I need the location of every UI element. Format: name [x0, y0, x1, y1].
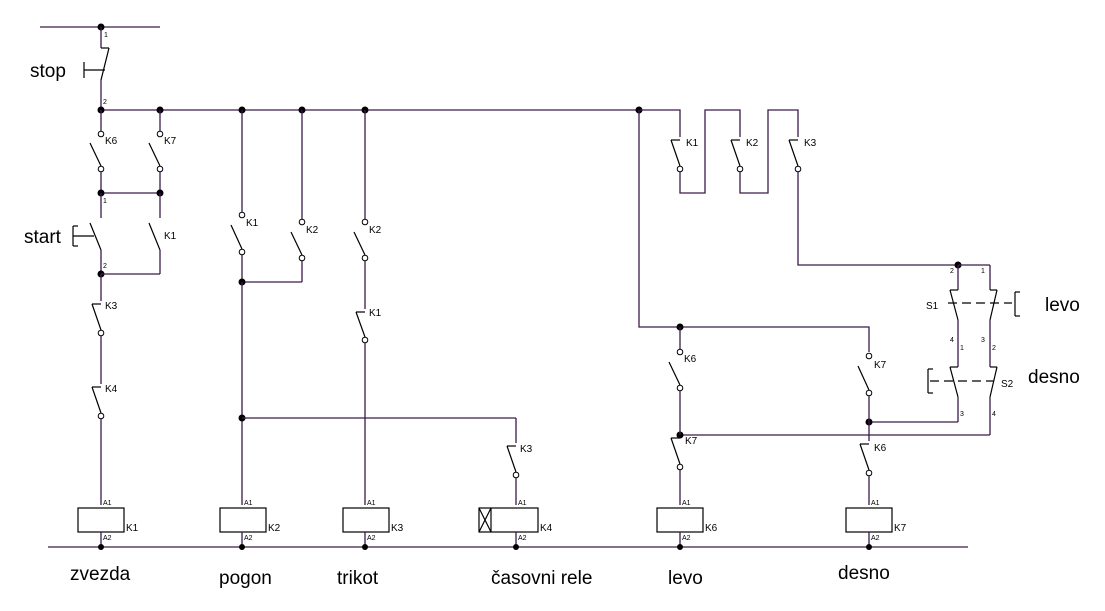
text-label: K2 — [369, 225, 382, 236]
text-label: 4 — [992, 411, 996, 418]
text-label: K6 — [105, 136, 118, 147]
text-label: A2 — [103, 535, 112, 542]
coil-k4-timer: A1 A2 K4 — [478, 500, 553, 550]
text-label: K1 — [164, 231, 177, 242]
contact-k2-pogon: K2 — [238, 110, 319, 286]
text-label: K3 — [391, 523, 404, 534]
bottom-labels: zvezda pogon trikot časovni rele levo de… — [70, 563, 890, 589]
text-label: A1 — [244, 500, 253, 507]
label-levo: levo — [668, 568, 703, 589]
text-label: K7 — [894, 523, 907, 534]
coil-k7: A1 A2 K7 — [845, 500, 907, 550]
contact-k6-hold: K6 — [89, 110, 118, 193]
text-label: 1 — [103, 198, 107, 205]
desno-button-label: desno — [1028, 367, 1080, 388]
contact-k1-start-hold: K1 — [101, 193, 177, 275]
label-pogon: pogon — [219, 568, 272, 589]
text-label: A2 — [518, 535, 527, 542]
start-button: 1 2 start — [24, 193, 107, 278]
levo-button-label: levo — [1045, 295, 1080, 316]
coil-k1: A1 A2 K1 — [77, 500, 139, 550]
contact-k7-desno-hold: K7 — [857, 352, 887, 441]
text-label: K1 — [369, 308, 382, 319]
text-label: A2 — [871, 535, 880, 542]
hold-bridge — [97, 189, 164, 197]
text-label: K2 — [268, 523, 281, 534]
text-label: S2 — [1001, 379, 1014, 390]
pogon-wire — [238, 282, 516, 505]
contact-k6-nc-desno: K6 — [859, 443, 887, 505]
text-label: K3 — [105, 301, 118, 312]
contact-k4-nc-zvezda: K4 — [91, 336, 118, 505]
text-label: K7 — [164, 136, 177, 147]
contact-k6-levo-hold: K6 — [668, 348, 697, 435]
coil-k6: A1 A2 K6 — [656, 500, 718, 550]
label-zvezda: zvezda — [70, 564, 131, 585]
contact-k2-trikot: K2 — [353, 110, 382, 309]
stop-label: stop — [30, 61, 66, 82]
text-label: 1 — [104, 32, 108, 39]
text-label: 1 — [960, 345, 964, 352]
text-label: A1 — [367, 500, 376, 507]
contact-k3-nc-zvezda: K3 — [91, 274, 118, 337]
label-casovni-rele: časovni rele — [491, 568, 592, 589]
text-label: 3 — [960, 411, 964, 418]
text-label: A1 — [871, 500, 880, 507]
text-label: K1 — [126, 523, 139, 534]
text-label: K6 — [684, 354, 697, 365]
text-label: K4 — [105, 384, 118, 395]
text-label: A1 — [682, 500, 691, 507]
text-label: S1 — [926, 301, 939, 312]
text-label: 1 — [981, 268, 985, 275]
contact-k7-hold: K7 — [148, 110, 177, 193]
text-label: 4 — [950, 337, 954, 344]
start-label: start — [24, 227, 62, 248]
text-label: K6 — [874, 443, 887, 454]
text-label: A2 — [682, 535, 691, 542]
text-label: K4 — [540, 523, 553, 534]
label-desno: desno — [838, 563, 890, 584]
contact-k7-nc-levo: K7 — [670, 436, 698, 505]
text-label: K7 — [685, 436, 698, 447]
text-label: A1 — [103, 500, 112, 507]
text-label: K7 — [874, 360, 887, 371]
coil-k3: A1 A2 K3 — [342, 500, 404, 550]
text-label: K2 — [746, 138, 759, 149]
selector-s1-s2: 2 1 S1 4 3 1 2 S2 3 4 levo desno — [926, 261, 1080, 435]
text-label: A1 — [518, 500, 527, 507]
main-control-rail — [101, 106, 643, 114]
text-label: K6 — [705, 523, 718, 534]
stop-button: 1 2 stop — [30, 27, 110, 114]
text-label: K3 — [520, 444, 533, 455]
top-supply-rail — [40, 23, 160, 31]
text-label: K3 — [804, 138, 817, 149]
text-label: 2 — [103, 99, 107, 106]
label-trikot: trikot — [337, 568, 379, 589]
text-label: 2 — [992, 345, 996, 352]
text-label: K2 — [306, 225, 319, 236]
text-label: A2 — [244, 535, 253, 542]
text-label: 2 — [103, 263, 107, 270]
right-top-series: K1 K2 K3 — [640, 109, 958, 266]
contact-k1-nc-trikot: K1 — [355, 308, 382, 505]
text-label: K1 — [246, 218, 259, 229]
text-label: K1 — [686, 138, 699, 149]
text-label: 2 — [950, 268, 954, 275]
text-label: 3 — [981, 337, 985, 344]
text-label: A2 — [367, 535, 376, 542]
coil-k2: A1 A2 K2 — [219, 500, 281, 550]
contact-k3-nc-timer: K3 — [506, 418, 533, 505]
contact-k1-pogon: K1 — [230, 110, 259, 282]
reversing-wires — [638, 110, 990, 439]
